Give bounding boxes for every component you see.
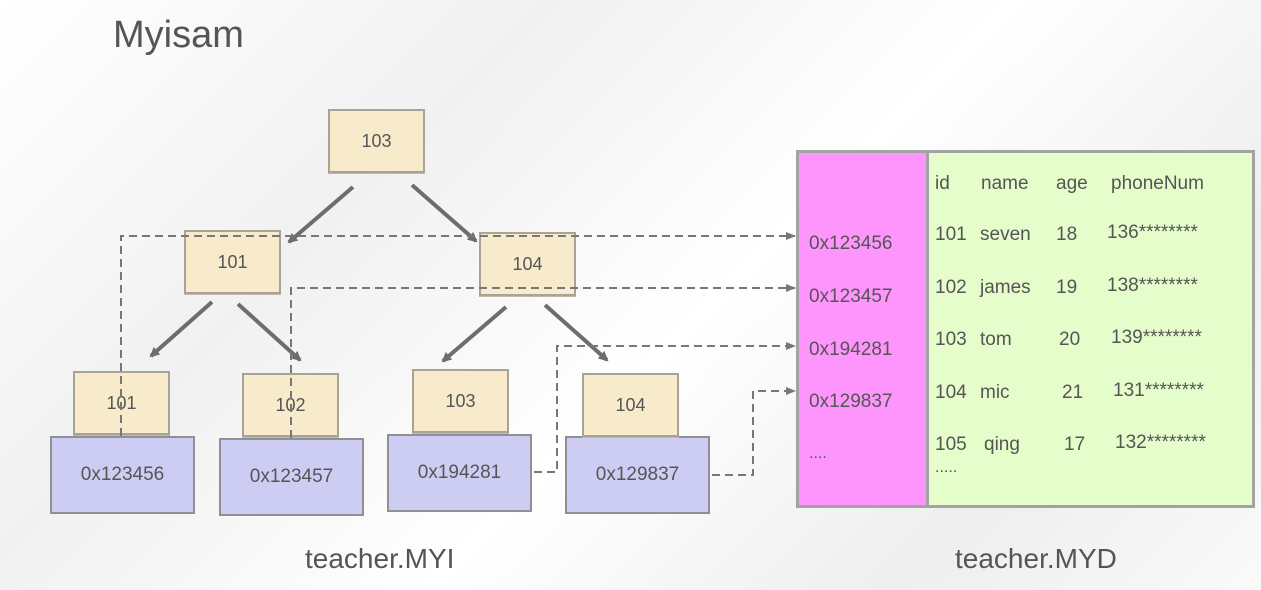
cell-name: tom bbox=[980, 329, 1012, 350]
leaf-key-node: 101 bbox=[73, 371, 170, 435]
internal-node-right: 104 bbox=[479, 232, 576, 296]
row-pointer: 0x123457 bbox=[809, 286, 893, 307]
cell-phone: 139******** bbox=[1111, 327, 1202, 348]
root-node: 103 bbox=[328, 109, 425, 173]
leaf-address: 0x194281 bbox=[417, 462, 502, 483]
leaf-key: 101 bbox=[106, 392, 137, 413]
pointer-dashed-arrow bbox=[290, 284, 796, 438]
cell-phone: 132******** bbox=[1115, 432, 1206, 453]
leaf-key: 102 bbox=[275, 394, 306, 415]
header-name: name bbox=[981, 173, 1029, 194]
leaf-address-block: 0x123457 bbox=[219, 438, 364, 516]
diagram-title: Myisam bbox=[113, 14, 244, 56]
tree-edge-arrow bbox=[441, 305, 508, 363]
cell-id: 104 bbox=[935, 382, 967, 403]
leaf-key: 103 bbox=[445, 390, 476, 411]
index-file-caption: teacher.MYI bbox=[305, 543, 455, 574]
leaf-address-block: 0x129837 bbox=[565, 436, 710, 514]
tree-edge-arrow bbox=[410, 183, 478, 243]
row-pointer-ellipsis: .... bbox=[809, 445, 827, 462]
cell-id: 101 bbox=[935, 224, 967, 245]
row-pointer: 0x194281 bbox=[809, 339, 893, 360]
leaf-key-node: 103 bbox=[412, 369, 509, 433]
cell-id: 103 bbox=[935, 329, 967, 350]
root-key: 103 bbox=[361, 130, 392, 151]
data-pointer-column: 0x123456 0x123457 0x194281 0x129837 .... bbox=[796, 150, 926, 508]
cell-age: 19 bbox=[1056, 277, 1078, 298]
cell-phone: 138******** bbox=[1107, 275, 1198, 296]
header-id: id bbox=[935, 173, 950, 194]
cell-age: 21 bbox=[1062, 382, 1084, 403]
row-pointer: 0x123456 bbox=[809, 233, 893, 254]
tree-edge-arrow bbox=[236, 302, 302, 362]
leaf-address: 0x123457 bbox=[249, 466, 334, 487]
tree-edge-arrow bbox=[149, 300, 214, 358]
leaf-key-node: 104 bbox=[582, 373, 679, 437]
internal-node-left: 101 bbox=[184, 230, 281, 294]
cell-phone: 136******** bbox=[1107, 222, 1198, 243]
cell-name: mic bbox=[980, 382, 1010, 403]
records-ellipsis: ..... bbox=[935, 459, 958, 476]
tree-edge-arrow bbox=[287, 185, 355, 244]
cell-phone: 131******** bbox=[1113, 380, 1204, 401]
header-phone: phoneNum bbox=[1111, 173, 1204, 194]
leaf-address-block: 0x194281 bbox=[387, 434, 532, 512]
data-records-column: id name age phoneNum 101 seven 18 136***… bbox=[926, 150, 1255, 508]
cell-name: seven bbox=[980, 224, 1031, 245]
leaf-address: 0x123456 bbox=[80, 464, 165, 485]
cell-age: 17 bbox=[1064, 434, 1086, 455]
leaf-key: 104 bbox=[615, 394, 646, 415]
tree-edge-arrow bbox=[543, 303, 609, 362]
row-pointer: 0x129837 bbox=[809, 391, 893, 412]
internal-key-left: 101 bbox=[217, 251, 248, 272]
cell-name: james bbox=[980, 277, 1031, 298]
cell-id: 102 bbox=[935, 277, 967, 298]
leaf-key-node: 102 bbox=[242, 373, 339, 437]
internal-key-right: 104 bbox=[512, 253, 543, 274]
cell-age: 18 bbox=[1056, 224, 1078, 245]
leaf-address: 0x129837 bbox=[595, 464, 680, 485]
header-age: age bbox=[1056, 173, 1088, 194]
leaf-address-block: 0x123456 bbox=[50, 436, 195, 514]
cell-id: 105 bbox=[935, 434, 967, 455]
cell-age: 20 bbox=[1059, 329, 1081, 350]
cell-name: qing bbox=[984, 434, 1020, 455]
data-file-caption: teacher.MYD bbox=[955, 543, 1117, 574]
pointer-dashed-arrow bbox=[712, 387, 796, 476]
